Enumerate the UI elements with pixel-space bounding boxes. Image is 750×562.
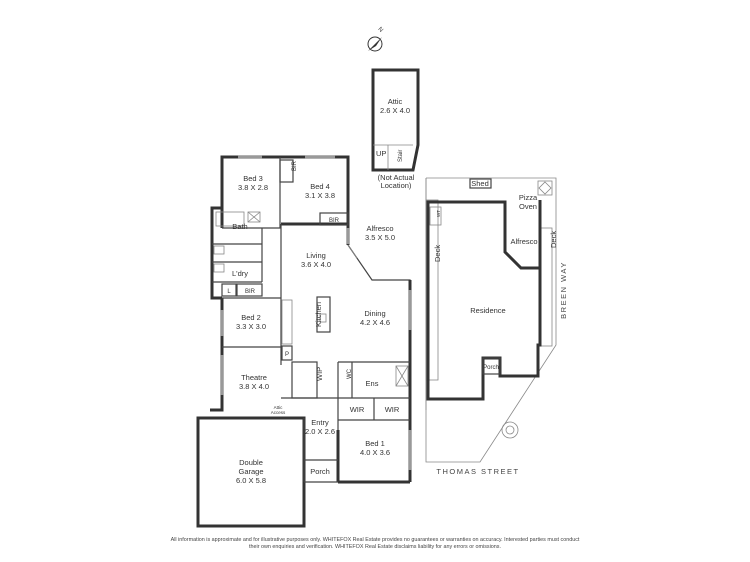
street-thomas: THOMAS STREET	[436, 467, 519, 476]
wip-label: WIP	[315, 367, 324, 381]
attic: Attic 2.6 X 4.0 UP Stair (Not Actual	[371, 68, 420, 182]
attic-name: Attic	[388, 97, 403, 106]
bed4-name: Bed 4	[310, 182, 330, 191]
interior-walls	[212, 157, 410, 483]
bed3-dims: 3.8 X 2.8	[238, 183, 268, 192]
residence-label: Residence	[470, 306, 505, 315]
kitchen-label: Kitchen	[314, 302, 323, 327]
garage-name: Double	[239, 458, 263, 467]
disclaimer: All information is approximate and for i…	[170, 537, 580, 550]
entry-name: Entry	[311, 418, 329, 427]
attic-dims: 2.6 X 4.0	[380, 106, 410, 115]
porch-label: Porch	[310, 467, 330, 476]
ens-label: Ens	[366, 379, 379, 388]
bath-label: Bath	[232, 222, 247, 231]
compass-letter: N	[376, 26, 383, 33]
site-porch-label: Porch	[483, 365, 499, 371]
attic-up: UP	[376, 149, 386, 158]
compass-icon	[367, 36, 383, 52]
linen-label: L	[227, 289, 231, 295]
attic-note: (Not Actual	[378, 173, 415, 182]
bir-mid: BIR	[329, 218, 340, 224]
attic-stair: Stair	[398, 150, 404, 162]
compass-needle	[368, 37, 382, 51]
ldry-label: L'dry	[232, 269, 248, 278]
garage-name-line2: Garage	[238, 467, 263, 476]
bed3-name: Bed 3	[243, 174, 263, 183]
bed4-dims: 3.1 X 3.8	[305, 191, 335, 200]
bed2-name: Bed 2	[241, 313, 261, 322]
deck-right-label: Deck	[549, 231, 558, 248]
street-breen: BREEN WAY	[559, 261, 568, 319]
alfresco-house-name: Alfresco	[366, 224, 393, 233]
bed2-dims: 3.3 X 3.0	[236, 322, 266, 331]
room-labels: Bed 3 3.8 X 2.8 BIR Bed 4 3.1 X 3.8 BIR …	[227, 160, 400, 485]
wt-label: WT	[436, 210, 441, 217]
dining-dims: 4.2 X 4.6	[360, 318, 390, 327]
bed1-name: Bed 1	[365, 439, 385, 448]
bir-lower: BIR	[245, 289, 256, 295]
attic-note-location: Location)	[381, 181, 412, 190]
living-name: Living	[306, 251, 326, 260]
pantry-label: P	[285, 352, 289, 358]
wc-label: WC	[347, 368, 353, 379]
bed1-dims: 4.0 X 3.6	[360, 448, 390, 457]
windows	[220, 155, 412, 470]
compass: N	[367, 26, 384, 52]
wir2-label: WIR	[385, 405, 400, 414]
bir-top: BIR	[292, 160, 298, 171]
theatre-name: Theatre	[241, 373, 267, 382]
deck-left-label: Deck	[433, 245, 442, 262]
theatre-dims: 3.8 X 4.0	[239, 382, 269, 391]
shed-label: Shed	[471, 179, 489, 188]
garage-dims: 6.0 X 5.8	[236, 476, 266, 485]
living-dims: 3.6 X 4.0	[301, 260, 331, 269]
wir1-label: WIR	[350, 405, 365, 414]
alfresco-house-dims: 3.5 X 5.0	[365, 233, 395, 242]
dining-name: Dining	[364, 309, 385, 318]
entry-dims: 2.0 X 2.6	[305, 427, 335, 436]
site-alfresco-label: Alfresco	[510, 237, 537, 246]
